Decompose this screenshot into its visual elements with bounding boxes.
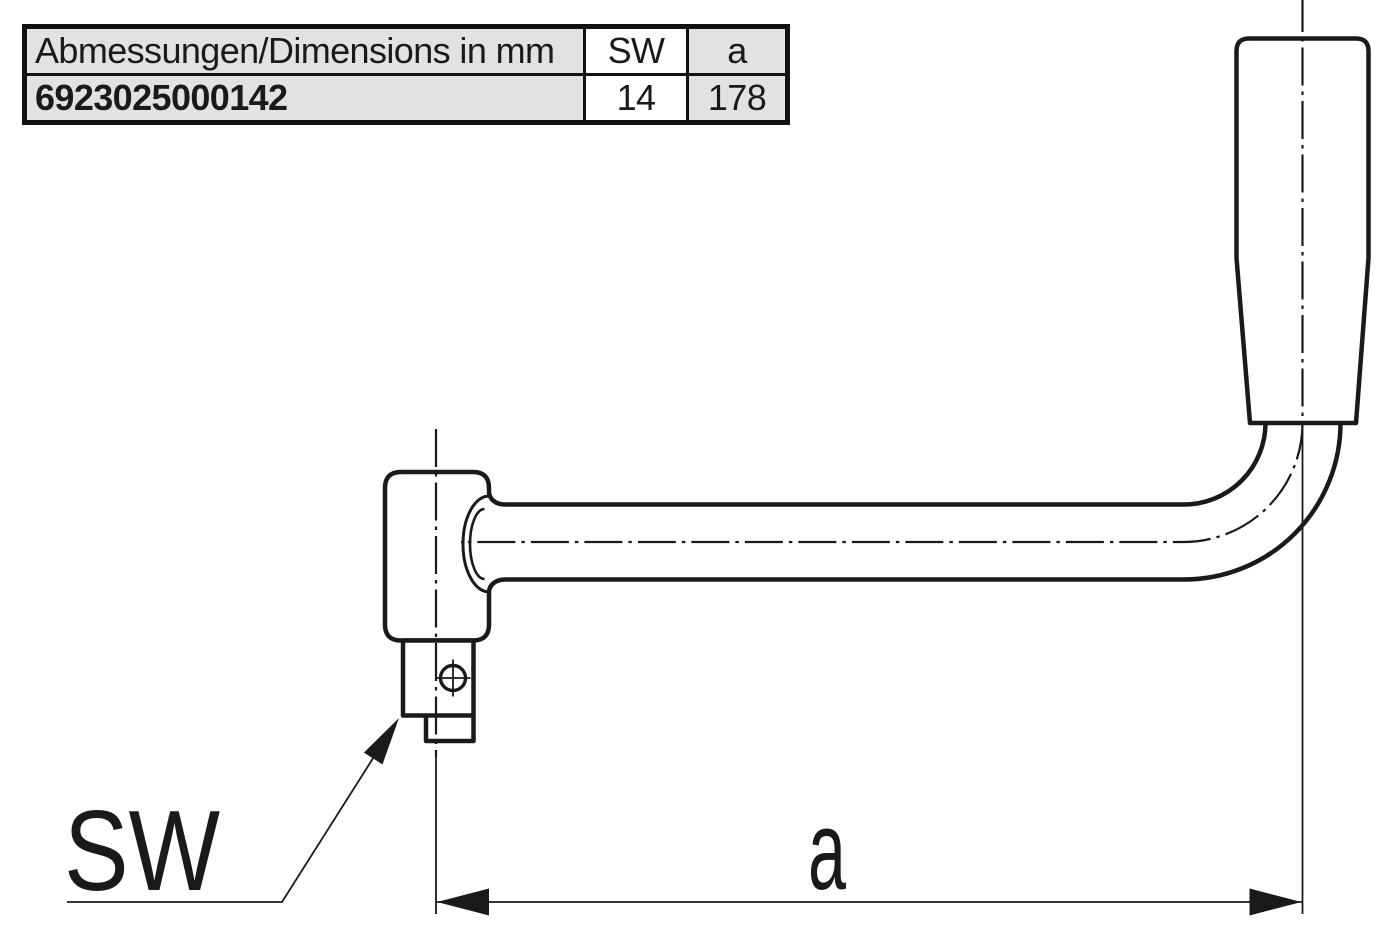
sw-value-cell: 14: [583, 73, 689, 124]
hub-tube-fillet-arc-outer: [461, 494, 490, 594]
dimension-arrowhead-left: [437, 888, 489, 916]
dimension-line-a: [436, 888, 1303, 916]
hub-body: [382, 469, 506, 643]
grip-tube-centerline: [461, 0, 1304, 544]
dimension-arrowhead-right: [1249, 888, 1302, 916]
a-value-cell: 178: [686, 73, 789, 124]
table-header-row: Abmessungen/Dimensions in mm SW a: [23, 25, 789, 76]
part-number-cell: 6923025000142: [23, 73, 586, 124]
sw-label: SW: [64, 788, 220, 915]
crank-arm-tube-top-edge: [505, 422, 1268, 507]
socket-shank: [400, 638, 476, 744]
header-cell-a: a: [686, 25, 789, 76]
header-cell-dimensions: Abmessungen/Dimensions in mm: [23, 25, 586, 76]
hub-tube-fillet-arc-inner: [468, 507, 485, 581]
crank-arm-tube-bottom-edge: [505, 422, 1343, 582]
sw-arrowhead: [363, 718, 399, 765]
table-value-row: 6923025000142 14 178: [23, 73, 789, 124]
cross-hole-symbol: [436, 659, 471, 697]
header-cell-sw: SW: [583, 25, 689, 76]
sw-leader-arrow: [67, 718, 399, 903]
dimensions-table: Abmessungen/Dimensions in mm SW a 692302…: [22, 24, 790, 125]
dimension-label-a: a: [808, 788, 846, 913]
